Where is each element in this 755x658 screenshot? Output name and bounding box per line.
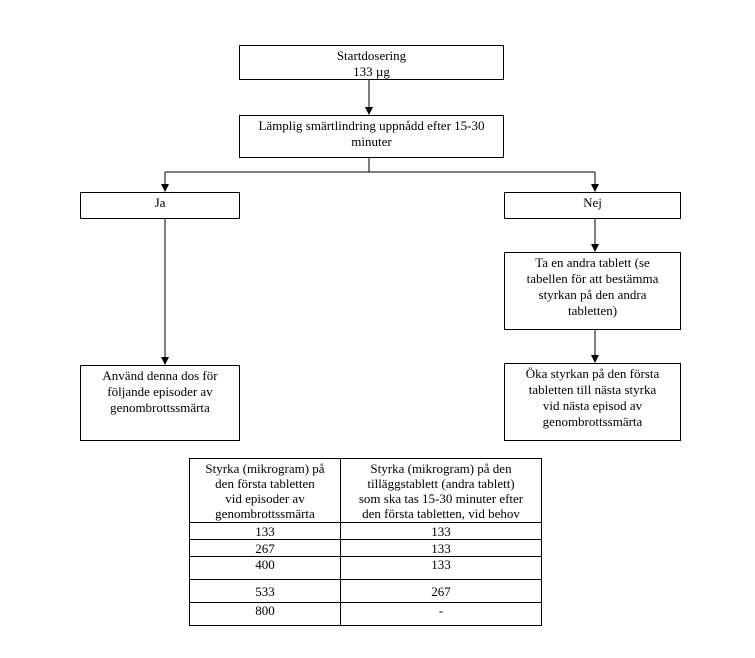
pain-relief-check-line2: minuter [351, 134, 392, 149]
second-tablet-box: Ta en andra tablett (se tabellen för att… [504, 252, 681, 330]
table-row: 800 - [189, 602, 542, 626]
increase-dose-line2: tabletten till nästa styrka [528, 382, 657, 397]
second-tablet-cell: - [340, 602, 542, 626]
header-second-line3: som ska tas 15-30 minuter efter [358, 491, 524, 506]
start-dose-title: Startdosering [336, 48, 407, 63]
second-tablet-cell: 133 [340, 522, 542, 540]
second-tablet-line4: tabletten) [567, 303, 618, 318]
pain-relief-check-line1: Lämplig smärtlindring uppnådd efter 15-3… [258, 118, 485, 133]
dose-strength-table: Styrka (mikrogram) på den första tablett… [189, 458, 542, 626]
table-row: 267 133 [189, 539, 542, 557]
header-second-line4: den första tabletten, vid behov [362, 506, 520, 521]
table-row: 400 133 [189, 556, 542, 580]
first-tablet-cell: 800 [189, 602, 341, 626]
second-tablet-line3: styrkan på den andra [538, 287, 647, 302]
start-dose-box: Startdosering 133 µg [239, 45, 504, 80]
pain-relief-check-box: Lämplig smärtlindring uppnådd efter 15-3… [239, 115, 504, 158]
use-dose-line3: genombrottssmärta [110, 400, 210, 415]
use-dose-line2: följande episoder av [107, 384, 213, 399]
first-tablet-cell: 267 [189, 539, 341, 557]
increase-dose-box: Öka styrkan på den första tabletten till… [504, 363, 681, 441]
first-tablet-cell: 400 [189, 556, 341, 580]
table-row: 533 267 [189, 579, 542, 603]
table-row: 133 133 [189, 522, 542, 540]
increase-dose-line4: genombrottssmärta [542, 414, 643, 429]
no-box: Nej [504, 192, 681, 219]
table-header-row: Styrka (mikrogram) på den första tablett… [189, 458, 542, 523]
yes-box: Ja [80, 192, 240, 219]
start-dose-value: 133 µg [353, 64, 390, 79]
header-second-line2: tilläggstablett (andra tablett) [367, 476, 515, 491]
second-tablet-line1: Ta en andra tablett (se [535, 255, 650, 270]
header-first-line3: vid episoder av [225, 491, 305, 506]
header-first-tablet: Styrka (mikrogram) på den första tablett… [189, 458, 341, 523]
second-tablet-cell: 267 [340, 579, 542, 603]
second-tablet-cell: 133 [340, 556, 542, 580]
first-tablet-cell: 533 [189, 579, 341, 603]
header-second-tablet: Styrka (mikrogram) på den tilläggstablet… [340, 458, 542, 523]
increase-dose-line3: vid nästa episod av [542, 398, 643, 413]
header-first-line4: genombrottssmärta [215, 506, 315, 521]
increase-dose-line1: Öka styrkan på den första [525, 366, 660, 381]
header-second-line1: Styrka (mikrogram) på den [370, 461, 512, 476]
second-tablet-line2: tabellen för att bestämma [526, 271, 659, 286]
header-first-line2: den första tabletten [215, 476, 315, 491]
first-tablet-cell: 133 [189, 522, 341, 540]
second-tablet-cell: 133 [340, 539, 542, 557]
use-dose-line1: Använd denna dos för [102, 368, 218, 383]
use-dose-box: Använd denna dos för följande episoder a… [80, 365, 240, 441]
yes-label: Ja [154, 195, 166, 210]
no-label: Nej [583, 195, 602, 210]
header-first-line1: Styrka (mikrogram) på [205, 461, 325, 476]
